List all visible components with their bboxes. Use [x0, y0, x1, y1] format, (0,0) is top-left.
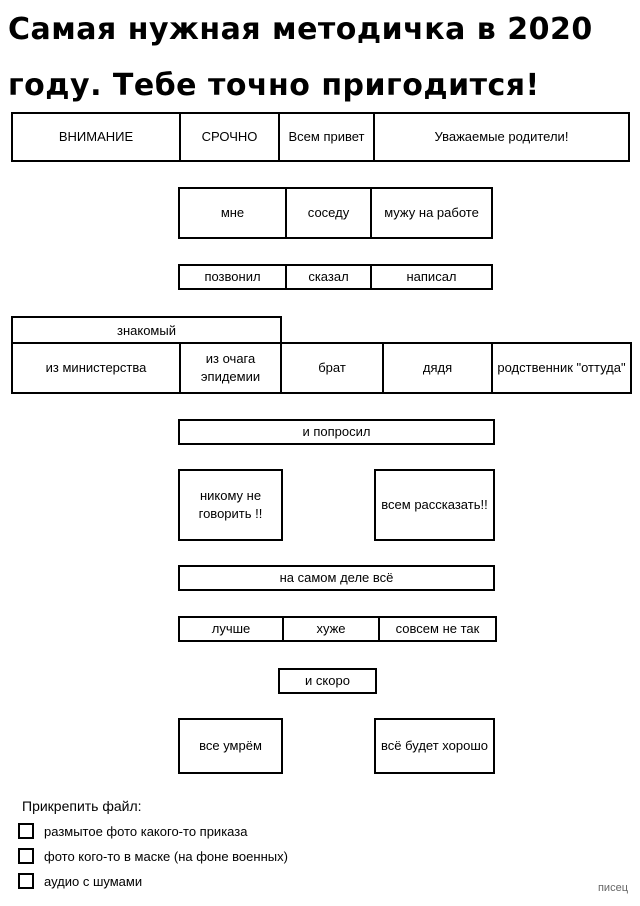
checkbox[interactable] — [18, 873, 34, 889]
watermark: писец — [597, 882, 628, 894]
attach-option-label: размытое фото какого-то приказа — [44, 823, 248, 839]
recipient-row: мне соседу мужу на работе — [178, 187, 493, 239]
option-me[interactable]: мне — [178, 187, 287, 239]
option-dear-parents[interactable]: Уважаемые родители! — [373, 112, 630, 162]
page-title: Самая нужная методичка в 2020 году. Тебе… — [8, 2, 632, 114]
option-attention[interactable]: ВНИМАНИЕ — [11, 112, 181, 162]
option-wrote[interactable]: написал — [370, 264, 493, 290]
attach-file-label: Прикрепить файл: — [22, 798, 142, 814]
option-called[interactable]: позвонил — [178, 264, 287, 290]
acquaintance-header-row: знакомый — [11, 316, 282, 344]
option-worse[interactable]: хуже — [282, 616, 380, 642]
option-not-so-at-all[interactable]: совсем не так — [378, 616, 497, 642]
option-relative-from-there[interactable]: родственник "оттуда" — [491, 342, 632, 394]
option-uncle[interactable]: дядя — [382, 342, 493, 394]
soon-row: и скоро — [278, 668, 377, 694]
option-better[interactable]: лучше — [178, 616, 284, 642]
option-husband-at-work[interactable]: мужу на работе — [370, 187, 493, 239]
outcome-row-right: всё будет хорошо — [374, 718, 495, 774]
attach-option-noisy-audio[interactable]: аудио с шумами — [18, 873, 142, 889]
option-and-soon[interactable]: и скоро — [278, 668, 377, 694]
option-hello-all[interactable]: Всем привет — [278, 112, 375, 162]
option-acquaintance[interactable]: знакомый — [11, 316, 282, 344]
option-all-die[interactable]: все умрём — [178, 718, 283, 774]
option-brother[interactable]: брат — [280, 342, 384, 394]
option-and-asked[interactable]: и попросил — [178, 419, 495, 445]
state-row: лучше хуже совсем не так — [178, 616, 497, 642]
option-from-epicenter[interactable]: из очага эпидемии — [179, 342, 282, 394]
option-tell-no-one[interactable]: никому не говорить !! — [178, 469, 283, 541]
action-row: позвонил сказал написал — [178, 264, 493, 290]
checkbox[interactable] — [18, 823, 34, 839]
source-row: из министерства из очага эпидемии брат д… — [11, 342, 632, 394]
checkbox[interactable] — [18, 848, 34, 864]
asked-row: и попросил — [178, 419, 495, 445]
outcome-row-left: все умрём — [178, 718, 283, 774]
option-tell-everyone[interactable]: всем рассказать!! — [374, 469, 495, 541]
greeting-row: ВНИМАНИЕ СРОЧНО Всем привет Уважаемые ро… — [11, 112, 630, 162]
request-row-left: никому не говорить !! — [178, 469, 283, 541]
option-neighbor[interactable]: соседу — [285, 187, 372, 239]
attach-option-label: фото кого-то в маске (на фоне военных) — [44, 848, 288, 864]
option-said[interactable]: сказал — [285, 264, 372, 290]
option-from-ministry[interactable]: из министерства — [11, 342, 181, 394]
option-urgent[interactable]: СРОЧНО — [179, 112, 280, 162]
option-all-good[interactable]: всё будет хорошо — [374, 718, 495, 774]
title-line-1: Самая нужная методичка в 2020 — [8, 12, 593, 47]
request-row-right: всем рассказать!! — [374, 469, 495, 541]
attach-option-label: аудио с шумами — [44, 873, 143, 889]
attach-option-blurry-photo[interactable]: размытое фото какого-то приказа — [18, 823, 247, 839]
title-line-2: году. Тебе точно пригодится! — [8, 68, 540, 103]
option-actually-everything[interactable]: на самом деле всё — [178, 565, 495, 591]
attach-option-masked-photo[interactable]: фото кого-то в маске (на фоне военных) — [18, 848, 288, 864]
actually-row: на самом деле всё — [178, 565, 495, 591]
